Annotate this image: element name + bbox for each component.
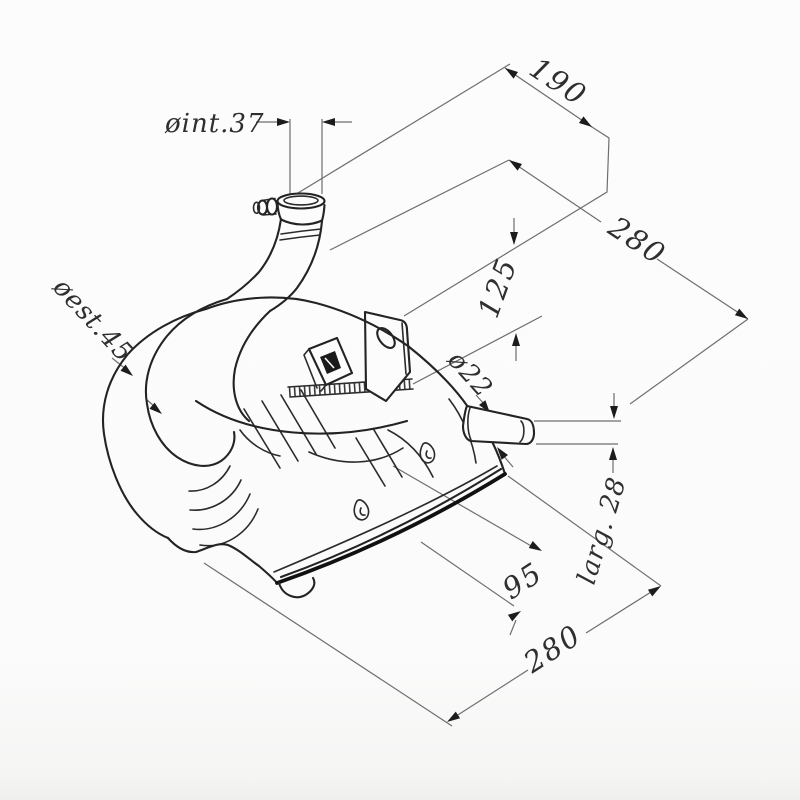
dim-inlet-inner-diameter [256, 118, 352, 194]
dimension-lines [111, 63, 749, 727]
clamp-block [303, 336, 354, 392]
weld-marks [353, 442, 436, 521]
clamp-bolt [252, 197, 279, 216]
label-190: 190 [524, 51, 594, 113]
label-pipe-outer-diameter: øest.45 [46, 272, 139, 369]
dim-pipe-outer-diameter [111, 357, 162, 414]
inlet-pipe [144, 217, 324, 467]
dim-outlet-width [534, 393, 621, 473]
body-rib-lines [188, 389, 477, 547]
dim-125 [412, 218, 543, 385]
dim-280-bottom [203, 475, 662, 727]
bottom-spout [277, 576, 316, 599]
inlet-clamp [252, 192, 326, 226]
bracket-tab [363, 310, 412, 403]
muffler-body [101, 296, 507, 599]
label-95: 95 [496, 555, 549, 606]
dimension-labels: øint.37 190 280 125 ø22 øest.45 larg. 28… [46, 51, 672, 681]
dim-95 [392, 465, 542, 636]
dim-280-top [329, 159, 749, 405]
label-outlet-width: larg. 28 [572, 473, 633, 587]
label-inlet-inner-diameter: øint.37 [164, 109, 265, 139]
label-outlet-diameter: ø22 [441, 345, 499, 404]
muffler-illustration [101, 192, 536, 599]
tail-pipe [461, 404, 536, 446]
pipe-weld-lines [279, 228, 322, 241]
dim-190 [297, 63, 610, 317]
label-125: 125 [471, 253, 524, 322]
